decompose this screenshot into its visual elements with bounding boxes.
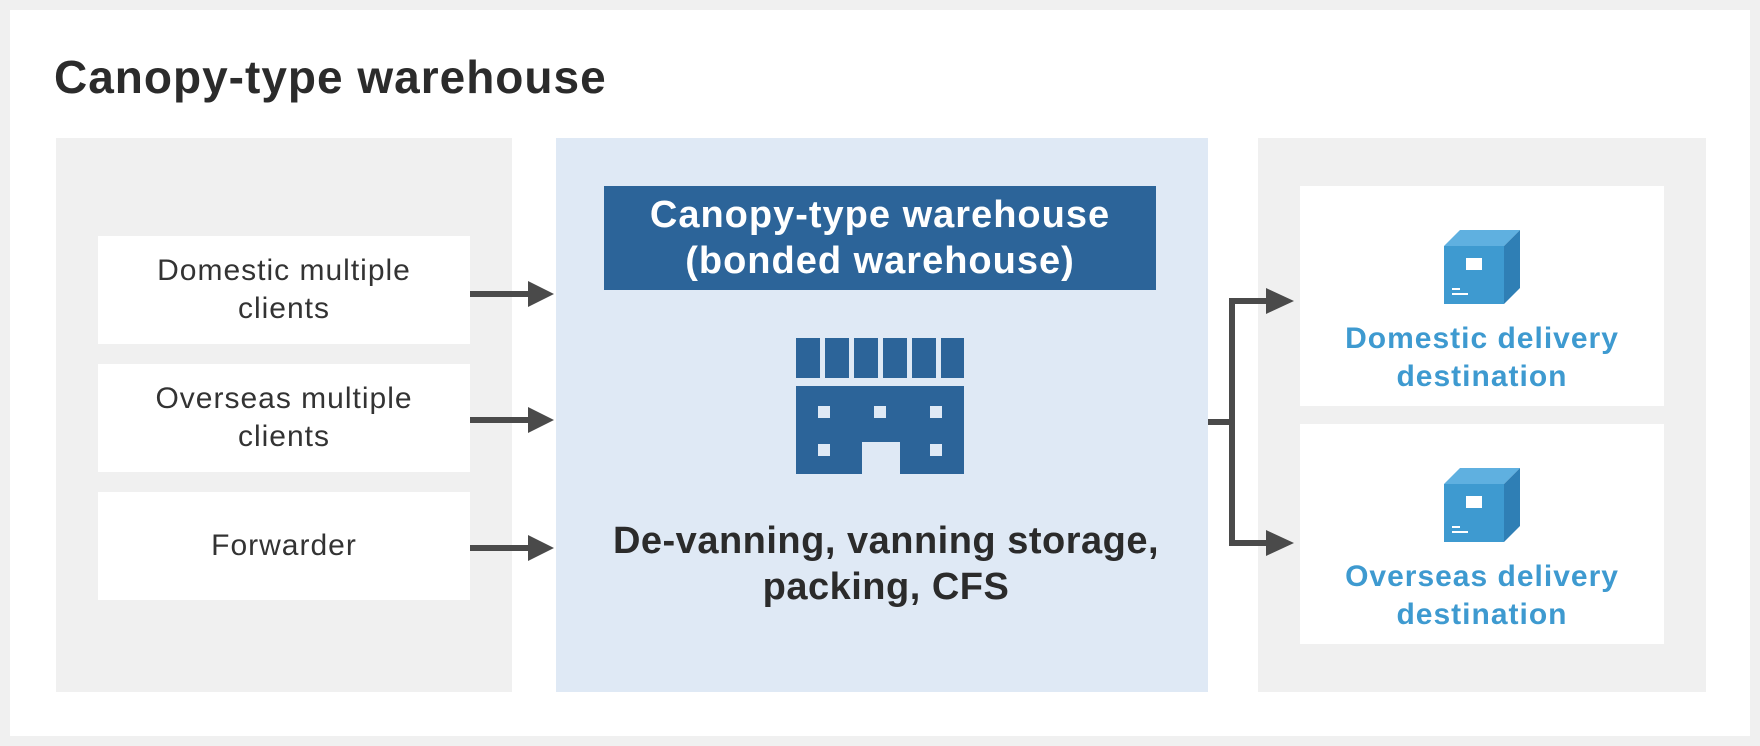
arrow-domestic-to-warehouse	[470, 281, 554, 307]
page-title: Canopy-type warehouse	[54, 51, 607, 103]
destination-box-domestic: Domestic delivery destination	[1300, 186, 1664, 406]
warehouse-building-icon	[796, 338, 964, 474]
warehouse-services: De-vanning, vanning storage, packing, CF…	[612, 520, 1160, 608]
destination-label-domestic: Domestic delivery destination	[1345, 322, 1619, 393]
client-box-domestic: Domestic multiple clients	[98, 236, 470, 344]
package-box-icon	[1444, 468, 1520, 542]
arrow-overseas-to-warehouse	[470, 407, 554, 433]
client-box-forwarder: Forwarder	[98, 492, 470, 600]
arrow-warehouse-to-destinations	[1208, 288, 1294, 556]
package-box-icon	[1444, 230, 1520, 304]
destination-label-overseas: Overseas delivery destination	[1345, 560, 1619, 631]
destination-box-overseas: Overseas delivery destination	[1300, 424, 1664, 644]
client-box-overseas: Overseas multiple clients	[98, 364, 470, 472]
arrow-forwarder-to-warehouse	[470, 535, 554, 561]
warehouse-title: Canopy-type warehouse (bonded warehouse)	[604, 186, 1156, 290]
